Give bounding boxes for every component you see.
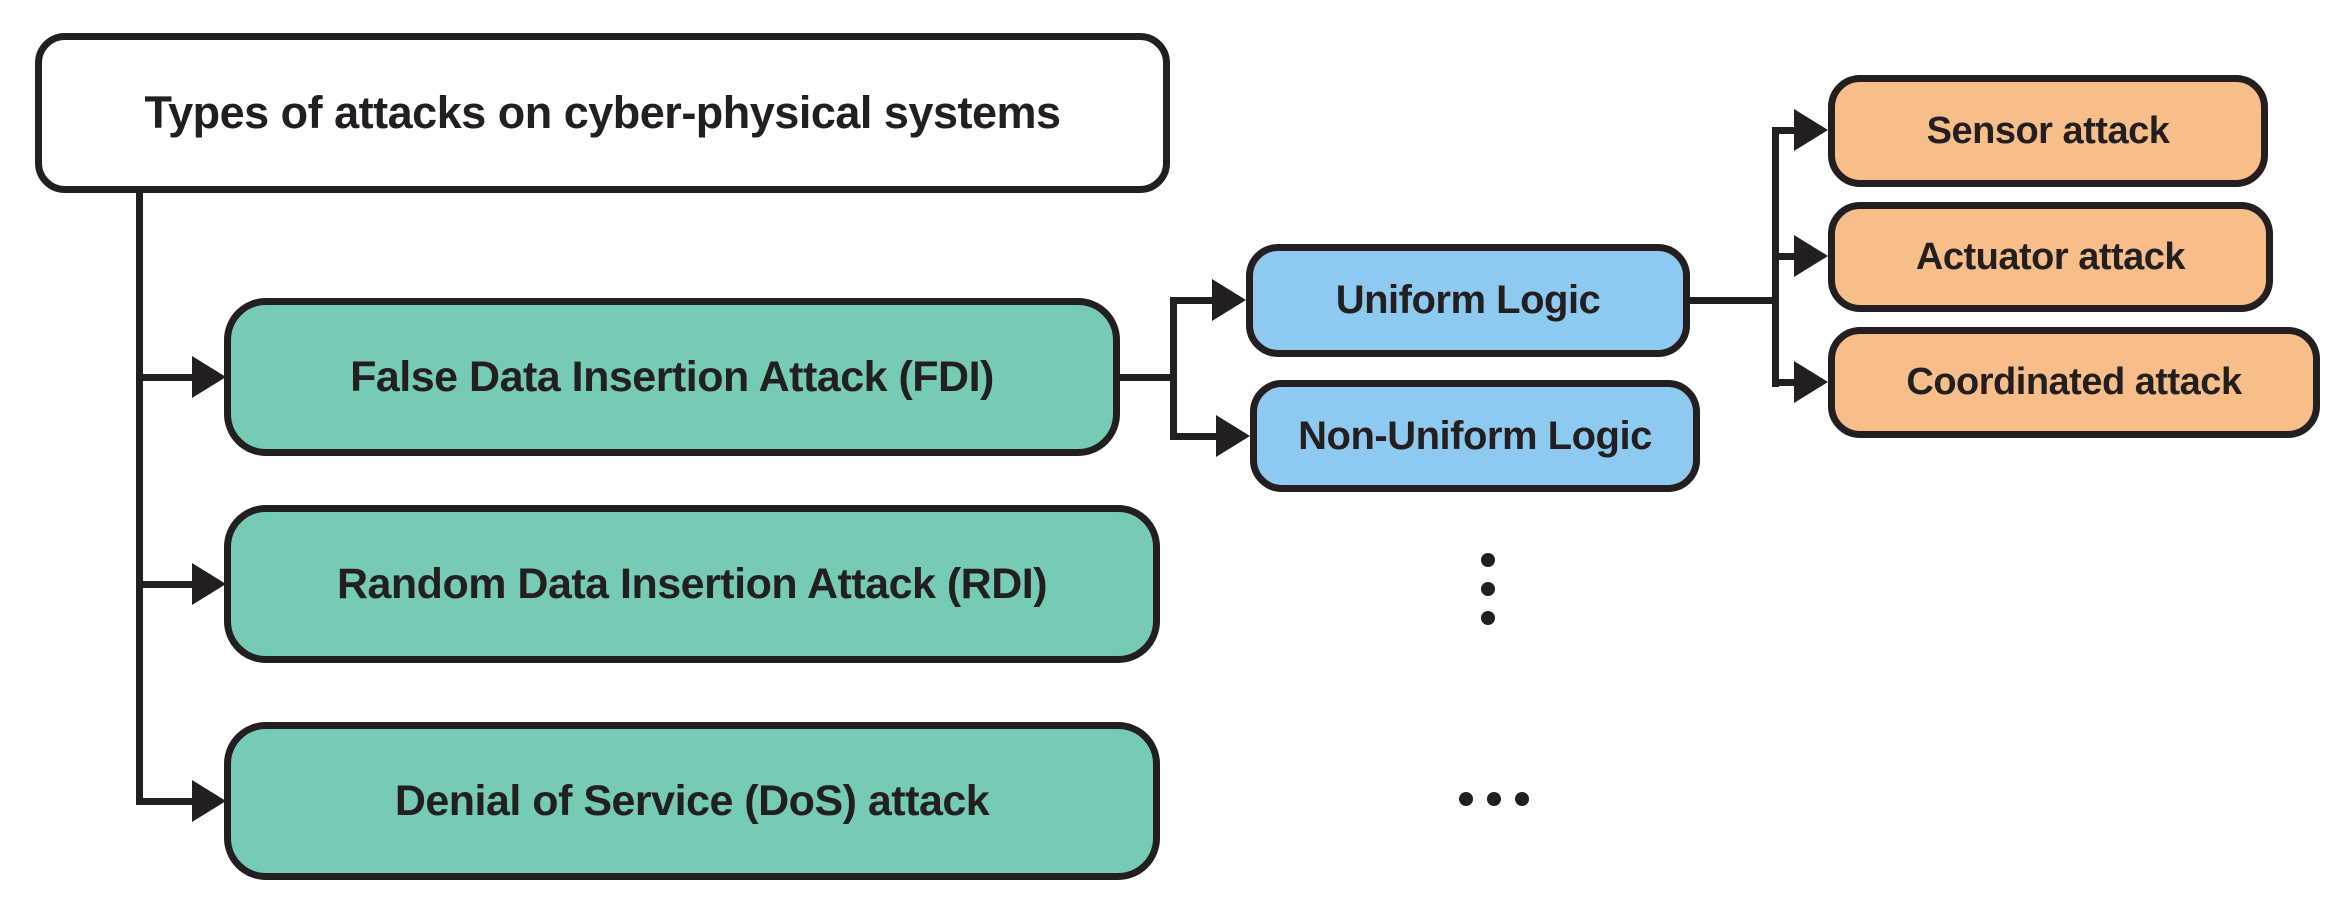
node-rdi: Random Data Insertion Attack (RDI) (224, 505, 1160, 663)
node-uniform-logic-label: Uniform Logic (1335, 278, 1601, 322)
connector-uniform-spine-line (1772, 127, 1779, 387)
node-actuator-attack-label: Actuator attack (1915, 235, 2186, 278)
node-actuator-attack: Actuator attack (1828, 202, 2273, 312)
node-sensor-attack-label: Sensor attack (1926, 109, 2170, 152)
node-root-label: Types of attacks on cyber-physical syste… (144, 87, 1061, 138)
node-dos: Denial of Service (DoS) attack (224, 722, 1160, 880)
ellipsis-dot (1481, 611, 1495, 625)
ellipsis-dot (1515, 792, 1529, 806)
ellipsis-dot (1459, 792, 1473, 806)
node-coordinated-attack-label: Coordinated attack (1906, 361, 2242, 403)
node-sensor-attack: Sensor attack (1828, 75, 2268, 187)
arrowhead-icon (1216, 415, 1250, 457)
connector-fdi-spine-line (1170, 297, 1177, 440)
arrowhead-icon (1212, 279, 1246, 321)
ellipsis-dot (1481, 553, 1495, 567)
horizontal-ellipsis-icon (1459, 792, 1529, 806)
connector-uniform-out-line (1690, 297, 1779, 304)
connector-uniform-to-actuator-line (1779, 253, 1794, 260)
node-non-uniform-logic-label: Non-Uniform Logic (1298, 413, 1652, 458)
connector-root-to-dos-line (136, 798, 192, 805)
node-rdi-label: Random Data Insertion Attack (RDI) (336, 559, 1048, 608)
connector-uniform-to-sensor-line (1779, 127, 1794, 134)
connector-fdi-to-uniform-line (1177, 297, 1212, 304)
node-root: Types of attacks on cyber-physical syste… (35, 33, 1170, 193)
node-coordinated-attack: Coordinated attack (1828, 327, 2320, 438)
node-dos-label: Denial of Service (DoS) attack (394, 776, 990, 825)
node-uniform-logic: Uniform Logic (1246, 244, 1690, 357)
arrowhead-icon (192, 563, 226, 605)
arrowhead-icon (1794, 361, 1828, 403)
arrowhead-icon (192, 780, 226, 822)
connector-fdi-to-non-uniform-line (1177, 433, 1216, 440)
node-fdi: False Data Insertion Attack (FDI) (224, 298, 1120, 456)
ellipsis-dot (1481, 582, 1495, 596)
connector-root-to-fdi-line (136, 374, 192, 381)
node-fdi-label: False Data Insertion Attack (FDI) (350, 352, 994, 401)
connector-uniform-to-coordinated-line (1779, 379, 1794, 386)
connector-root-spine-line (136, 190, 143, 805)
arrowhead-icon (192, 356, 226, 398)
ellipsis-dot (1487, 792, 1501, 806)
arrowhead-icon (1794, 235, 1828, 277)
node-non-uniform-logic: Non-Uniform Logic (1250, 380, 1700, 492)
vertical-ellipsis-icon (1481, 553, 1495, 625)
connector-fdi-out-line (1120, 374, 1177, 381)
arrowhead-icon (1794, 109, 1828, 151)
connector-root-to-rdi-line (136, 581, 192, 588)
